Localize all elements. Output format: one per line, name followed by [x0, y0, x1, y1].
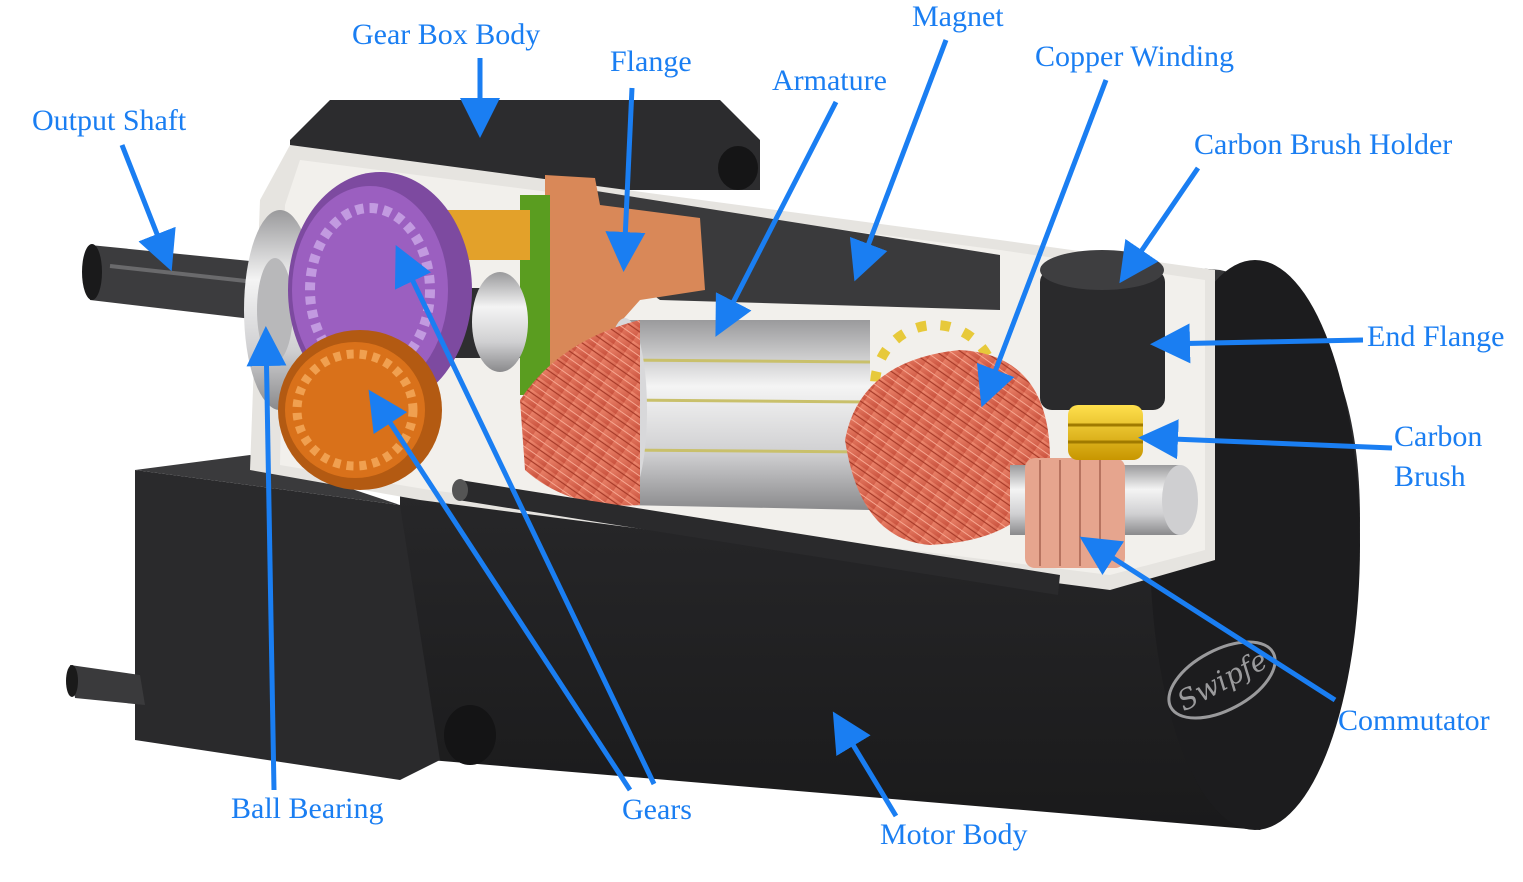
arrow-end-flange — [1150, 323, 1364, 364]
arrow-flange — [605, 87, 646, 272]
arrow-gears-2 — [394, 244, 657, 786]
carbon-brush-shape — [1068, 405, 1143, 460]
flange-shape — [545, 175, 705, 380]
label-flange: Flange — [610, 45, 692, 78]
label-carbon-brush-line2: Brush — [1394, 460, 1466, 493]
winding-left — [520, 320, 640, 506]
arrow-gears-1 — [368, 389, 633, 792]
carbon-brush-holder-shape — [1040, 250, 1165, 410]
label-gear-box-body: Gear Box Body — [352, 18, 541, 51]
gear-box-screw-top — [718, 146, 758, 190]
arrow-output-shaft — [119, 144, 176, 272]
arrow-ball-bearing — [246, 326, 287, 791]
arrow-carbon-brush-holder — [1119, 166, 1201, 284]
label-carbon-brush: Carbon Brush — [1394, 420, 1482, 494]
arrow-motor-body — [832, 711, 899, 818]
arrow-armature — [715, 100, 839, 337]
arrow-commutator — [1079, 536, 1337, 703]
label-armature: Armature — [772, 64, 887, 97]
label-motor-body: Motor Body — [880, 818, 1028, 851]
label-end-flange: End Flange — [1367, 320, 1505, 353]
label-carbon-brush-holder: Carbon Brush Holder — [1194, 128, 1453, 161]
label-output-shaft: Output Shaft — [32, 104, 187, 137]
motor-illustration: Swipfe — [66, 100, 1360, 830]
orange-gear — [278, 330, 442, 490]
arrow-magnet — [849, 39, 949, 282]
commutator-shape — [1025, 458, 1125, 568]
armature-shape — [625, 320, 870, 510]
label-commutator: Commutator — [1338, 704, 1490, 737]
gearbox-front-block — [135, 470, 440, 780]
label-carbon-brush-line1: Carbon — [1394, 420, 1483, 453]
label-copper-winding: Copper Winding — [1035, 40, 1235, 73]
label-ball-bearing: Ball Bearing — [231, 792, 384, 825]
leader-arrows — [119, 39, 1393, 818]
arrow-carbon-brush — [1138, 419, 1393, 460]
label-magnet: Magnet — [912, 0, 1004, 33]
side-pin — [70, 665, 145, 705]
gearbox-screw-bottom — [444, 705, 496, 765]
output-shaft-shape — [90, 245, 260, 320]
arrow-copper-winding — [976, 79, 1109, 408]
label-gears: Gears — [622, 793, 692, 826]
tie-rod — [458, 480, 1060, 595]
